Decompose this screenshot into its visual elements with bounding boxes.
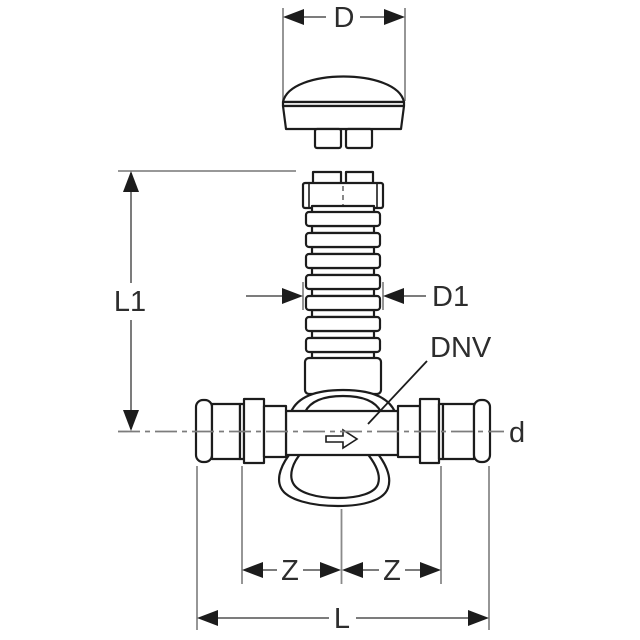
stem-rib bbox=[304, 294, 382, 312]
arrow-left-icon bbox=[283, 9, 304, 25]
stem-rib bbox=[304, 273, 382, 291]
cap-skirt bbox=[281, 104, 406, 131]
body-bowl-inner bbox=[290, 450, 380, 500]
arrow-left-icon bbox=[383, 288, 404, 304]
arrow-right-icon bbox=[282, 288, 303, 304]
arrow-left-icon bbox=[197, 610, 218, 626]
bonnet-saddle-outer bbox=[289, 388, 397, 414]
arrow-left-icon bbox=[242, 562, 263, 578]
cap-stem-right bbox=[344, 127, 374, 150]
arrow-right-icon bbox=[420, 562, 441, 578]
pipe-diameter-label: d bbox=[509, 417, 525, 449]
bonnet-block bbox=[303, 356, 383, 396]
cap-diameter-extension-lines bbox=[282, 8, 406, 101]
arrow-up-icon bbox=[123, 171, 139, 192]
height-label: L1 bbox=[114, 286, 146, 318]
dimension-height: L1 bbox=[114, 171, 146, 431]
callout-valve-nominal-diameter: DNV bbox=[367, 332, 492, 425]
body-bowl-outer bbox=[277, 438, 391, 508]
ribbed-stem bbox=[304, 204, 382, 362]
bonnet-saddle-inner bbox=[303, 394, 383, 414]
dimension-z-offsets: Z Z bbox=[241, 466, 442, 587]
cap-dome bbox=[281, 75, 406, 104]
press-fitting-left bbox=[194, 397, 288, 465]
dimension-cap-diameter: D bbox=[283, 2, 405, 34]
valve-bonnet bbox=[289, 356, 397, 414]
dimension-spindle-diameter: D1 bbox=[246, 281, 469, 313]
cap-diameter-label: D bbox=[334, 2, 355, 34]
z-right-label: Z bbox=[383, 555, 401, 587]
z-left-label: Z bbox=[281, 555, 299, 587]
valve-body bbox=[277, 409, 400, 508]
body-barrel bbox=[284, 409, 400, 457]
arrow-left-icon bbox=[342, 562, 363, 578]
flow-direction-arrow-icon bbox=[325, 428, 359, 450]
spindle-diameter-label: D1 bbox=[432, 281, 469, 313]
arrow-right-icon bbox=[320, 562, 341, 578]
stem-rib bbox=[304, 315, 382, 333]
dimension-overall-length: L bbox=[196, 466, 490, 635]
stem-rib bbox=[304, 210, 382, 228]
dimension-z-right: Z bbox=[342, 555, 441, 587]
stem-rib bbox=[304, 252, 382, 270]
dimension-z-left: Z bbox=[242, 555, 341, 587]
overall-length-label: L bbox=[334, 603, 350, 635]
valve-nominal-diameter-label: DNV bbox=[430, 332, 492, 364]
leader-line bbox=[367, 360, 428, 425]
valve-spindle bbox=[301, 170, 385, 210]
stem-rib bbox=[304, 231, 382, 249]
arrow-right-icon bbox=[468, 610, 489, 626]
bonnet-saddle-fill bbox=[291, 390, 395, 412]
stem-rib bbox=[304, 336, 382, 354]
cap-stem-left bbox=[313, 127, 343, 150]
arrow-right-icon bbox=[384, 9, 405, 25]
arrow-down-icon bbox=[123, 410, 139, 431]
valve-cap bbox=[281, 75, 406, 150]
